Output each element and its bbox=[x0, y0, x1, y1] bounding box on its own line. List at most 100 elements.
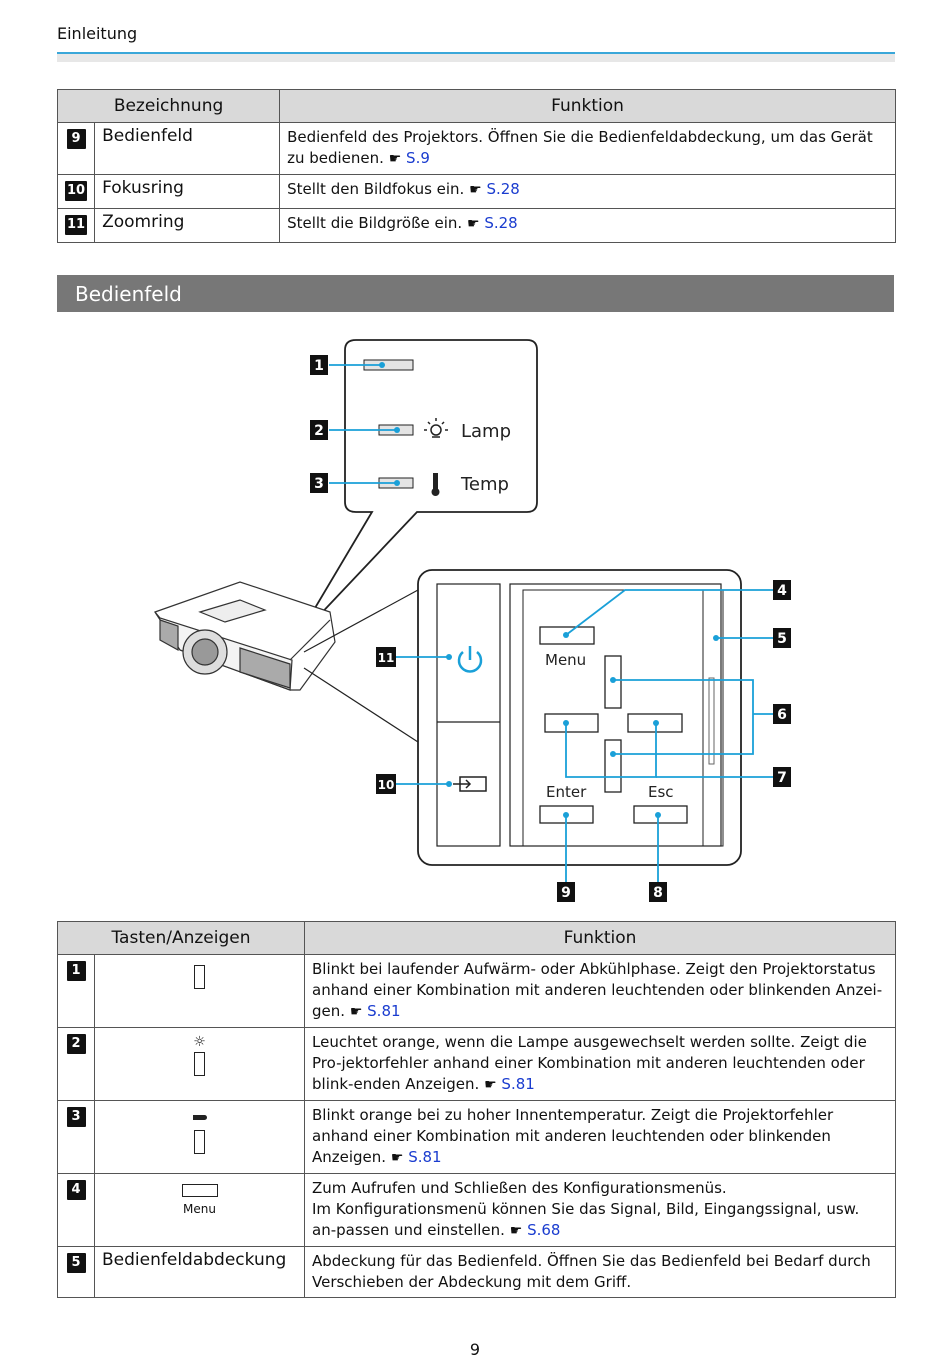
control-panel-diagram: Lamp Temp Menu Enter Esc bbox=[154, 339, 791, 902]
key-function: Blinkt bei laufender Aufwärm- oder Abküh… bbox=[304, 954, 896, 1028]
callout-badge: 10 bbox=[65, 181, 88, 201]
callout-badge: 3 bbox=[310, 473, 328, 493]
svg-text:9: 9 bbox=[561, 885, 571, 901]
svg-text:5: 5 bbox=[777, 631, 787, 647]
menu-label: Menu bbox=[545, 651, 586, 669]
svg-text:10: 10 bbox=[378, 778, 395, 792]
callout-badge: 7 bbox=[773, 767, 791, 787]
power-icon bbox=[457, 646, 483, 673]
table-row: 5 Bedienfeldabdeckung Abdeckung für das … bbox=[57, 1246, 896, 1298]
pointing-hand-icon: ☛ bbox=[349, 1004, 363, 1020]
left-button bbox=[544, 713, 599, 733]
source-icon bbox=[453, 776, 487, 792]
callout-badge: 11 bbox=[65, 215, 88, 235]
svg-text:11: 11 bbox=[378, 651, 395, 665]
status-indicator-icon bbox=[194, 965, 205, 989]
part-name: Bedienfeld bbox=[94, 122, 281, 175]
page-number: 9 bbox=[469, 1340, 481, 1359]
key-function: Blinkt orange bei zu hoher Innentemperat… bbox=[304, 1100, 896, 1174]
down-button bbox=[604, 739, 622, 793]
page-reference-link[interactable]: S.9 bbox=[406, 149, 430, 167]
temp-indicator-icon bbox=[194, 1130, 205, 1154]
part-name: Zoomring bbox=[94, 208, 281, 243]
table-row: 11 Zoomring Stellt die Bildgröße ein. ☛ … bbox=[56, 208, 896, 243]
callout-badge: 2 bbox=[310, 420, 328, 440]
table-row: 2 ☼ Leuchtet orange, wenn die Lampe ausg… bbox=[57, 1027, 896, 1101]
page-reference-link[interactable]: S.28 bbox=[486, 180, 520, 198]
callout-badge: 5 bbox=[66, 1253, 86, 1273]
pointing-hand-icon: ☛ bbox=[466, 216, 480, 232]
lamp-label: Lamp bbox=[461, 421, 511, 442]
lamp-indicator-icon bbox=[194, 1052, 205, 1076]
callout-badge: 3 bbox=[66, 1107, 86, 1127]
callout-badge: 11 bbox=[376, 647, 396, 667]
pointing-hand-icon: ☛ bbox=[388, 151, 402, 167]
page-reference-link[interactable]: S.81 bbox=[501, 1075, 535, 1093]
part-function: Stellt die Bildgröße ein. ☛ S.28 bbox=[279, 208, 896, 243]
enter-label: Enter bbox=[546, 783, 587, 801]
header-rule bbox=[57, 52, 895, 54]
table-row: 9 Bedienfeld Bedienfeld des Projektors. … bbox=[56, 122, 896, 175]
pointing-hand-icon: ☛ bbox=[484, 1077, 497, 1093]
callout-badge: 6 bbox=[773, 704, 791, 724]
key-function: Leuchtet orange, wenn die Lampe ausgewec… bbox=[304, 1027, 896, 1101]
pointing-hand-icon: ☛ bbox=[469, 182, 482, 198]
callout-badge: 9 bbox=[557, 882, 575, 902]
column-header-keys: Tasten/Anzeigen bbox=[57, 921, 305, 955]
callout-badge: 5 bbox=[773, 628, 791, 648]
callout-leader-lines bbox=[329, 364, 773, 882]
table-row: 3 Blinkt orange bei zu hoher Innentemper… bbox=[57, 1100, 896, 1174]
part-function: Bedienfeld des Projektors. Öffnen Sie di… bbox=[279, 122, 896, 175]
table-row: 4 Menu Zum Aufrufen und Schließen des Ko… bbox=[57, 1173, 896, 1247]
section-heading-bar: Bedienfeld bbox=[57, 275, 894, 312]
callout-badge: 4 bbox=[66, 1180, 86, 1200]
section-title: Bedienfeld bbox=[75, 282, 182, 306]
callout-badge: 8 bbox=[649, 882, 667, 902]
column-header-function: Funktion bbox=[279, 89, 896, 123]
keys-table: Tasten/Anzeigen Funktion 1 Blinkt bei la… bbox=[57, 921, 896, 1298]
part-name: Fokusring bbox=[94, 174, 281, 209]
page-reference-link[interactable]: S.81 bbox=[408, 1148, 442, 1166]
callout-badge: 10 bbox=[376, 774, 396, 794]
svg-text:2: 2 bbox=[314, 423, 324, 439]
temp-label: Temp bbox=[460, 474, 509, 495]
part-function: Stellt den Bildfokus ein. ☛ S.28 bbox=[279, 174, 896, 209]
column-header-function: Funktion bbox=[304, 921, 896, 955]
parts-table: Bezeichnung Funktion 9 Bedienfeld Bedien… bbox=[56, 89, 896, 243]
page-reference-link[interactable]: S.68 bbox=[527, 1221, 561, 1239]
header-band bbox=[57, 54, 895, 62]
page-reference-link[interactable]: S.81 bbox=[367, 1002, 401, 1020]
lamp-icon: ☼ bbox=[193, 1034, 206, 1050]
callout-dots bbox=[379, 362, 719, 818]
page-header-title: Einleitung bbox=[57, 24, 138, 43]
key-function: Zum Aufrufen und Schließen des Konfigura… bbox=[304, 1173, 896, 1247]
key-name: Bedienfeldabdeckung bbox=[94, 1246, 305, 1298]
table-row: 1 Blinkt bei laufender Aufwärm- oder Abk… bbox=[57, 954, 896, 1028]
svg-text:6: 6 bbox=[777, 707, 787, 723]
svg-text:4: 4 bbox=[777, 583, 787, 599]
pointing-hand-icon: ☛ bbox=[390, 1150, 404, 1166]
key-function: Abdeckung für das Bedienfeld. Öffnen Sie… bbox=[304, 1246, 896, 1298]
callout-badge: 4 bbox=[773, 580, 791, 600]
column-header-name: Bezeichnung bbox=[56, 89, 281, 123]
svg-text:7: 7 bbox=[777, 770, 787, 786]
thermometer-icon bbox=[192, 1115, 207, 1120]
svg-text:1: 1 bbox=[314, 358, 324, 374]
pointing-hand-icon: ☛ bbox=[509, 1223, 523, 1239]
callout-badge: 1 bbox=[310, 355, 328, 375]
table-row: 10 Fokusring Stellt den Bildfokus ein. ☛… bbox=[56, 174, 896, 209]
svg-text:8: 8 bbox=[653, 885, 663, 901]
svg-text:3: 3 bbox=[314, 476, 324, 492]
menu-key-caption: Menu bbox=[183, 1202, 216, 1216]
menu-key-icon bbox=[181, 1184, 218, 1197]
table-header-row: Tasten/Anzeigen Funktion bbox=[57, 921, 896, 955]
indicator-callout-bubble bbox=[295, 339, 538, 641]
projector-illustration bbox=[154, 581, 336, 691]
callout-badge: 1 bbox=[66, 961, 86, 981]
esc-label: Esc bbox=[648, 783, 674, 801]
callout-badge: 9 bbox=[66, 129, 86, 149]
table-header-row: Bezeichnung Funktion bbox=[56, 89, 896, 123]
lamp-icon bbox=[424, 418, 448, 438]
page-reference-link[interactable]: S.28 bbox=[484, 214, 518, 232]
thermometer-icon bbox=[431, 473, 440, 496]
